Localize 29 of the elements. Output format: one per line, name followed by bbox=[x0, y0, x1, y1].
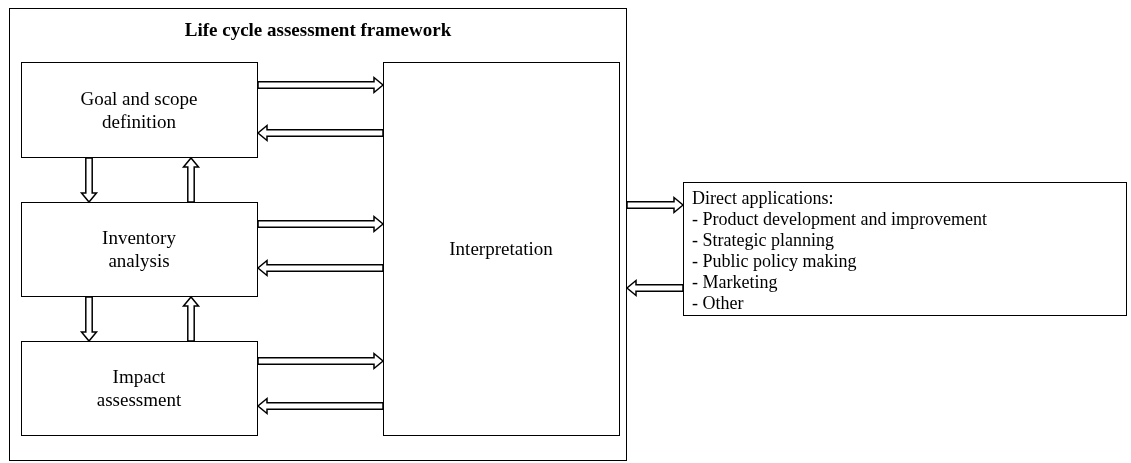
panel-title: Life cycle assessment framework bbox=[183, 19, 453, 41]
process-box bbox=[20, 340, 258, 436]
hollow-arrow bbox=[257, 214, 385, 234]
hollow-arrow bbox=[257, 351, 385, 371]
box-label: Impact assessment bbox=[95, 365, 183, 411]
process-box bbox=[20, 201, 258, 297]
list-item: - Product development and improvement bbox=[692, 209, 987, 230]
box-label: Goal and scope definition bbox=[79, 86, 199, 133]
applications-box bbox=[683, 182, 1127, 316]
box-label: Interpretation bbox=[449, 237, 553, 260]
hollow-arrow bbox=[625, 278, 684, 298]
framework-panel bbox=[9, 8, 627, 461]
list-item: - Other bbox=[692, 293, 744, 314]
hollow-arrow bbox=[79, 157, 99, 204]
hollow-arrow bbox=[181, 156, 201, 203]
hollow-arrow bbox=[79, 296, 99, 343]
list-heading: Direct applications: bbox=[692, 188, 834, 209]
hollow-arrow bbox=[256, 396, 384, 416]
hollow-arrow bbox=[626, 195, 685, 215]
hollow-arrow bbox=[181, 295, 201, 342]
process-box bbox=[20, 61, 258, 158]
hollow-arrow bbox=[257, 75, 385, 95]
list-item: - Public policy making bbox=[692, 251, 857, 272]
process-box bbox=[382, 61, 620, 436]
box-label: Inventory analysis bbox=[101, 226, 177, 272]
hollow-arrow bbox=[256, 123, 384, 143]
list-item: - Strategic planning bbox=[692, 230, 834, 251]
hollow-arrow bbox=[256, 258, 384, 278]
list-item: - Marketing bbox=[692, 272, 778, 293]
